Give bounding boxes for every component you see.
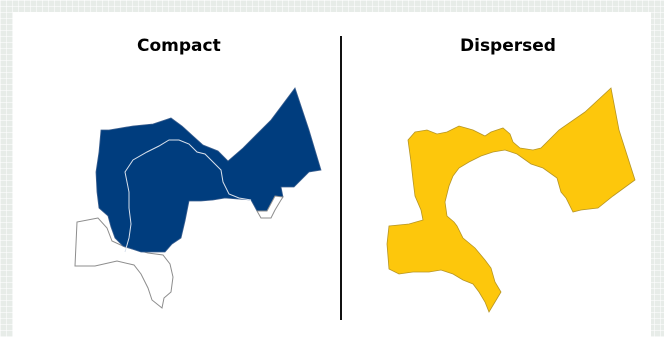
internal-boundary-line [124, 139, 252, 253]
compact-title: Compact [137, 36, 221, 56]
compact-map [74, 87, 322, 309]
dispersed-map [386, 87, 636, 313]
dispersed-title: Dispersed [460, 36, 556, 56]
lower-hook-outline [256, 195, 284, 219]
dispersed-district-shape [386, 87, 636, 313]
panel-divider [340, 36, 342, 320]
compact-district-shape [95, 87, 322, 253]
slide: Compact Dispersed [13, 12, 651, 337]
district-maps [74, 87, 636, 313]
